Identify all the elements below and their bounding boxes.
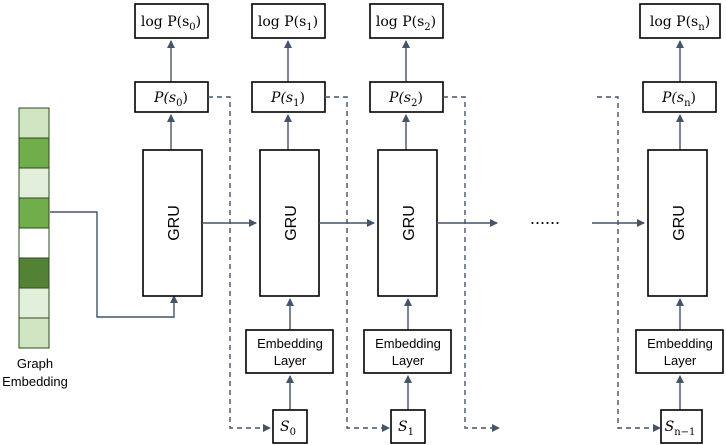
embedding-layer-label2-1: Layer [274, 353, 307, 368]
log-prob-label-1: log P(s1) [258, 14, 318, 33]
embedding-cell [18, 257, 50, 289]
graph-embedding-label-line2: Embedding [2, 374, 68, 389]
prob-label-0: P(s0) [153, 90, 188, 109]
embedding-layer-label1-n: Embedding [647, 336, 713, 351]
input-label-n: Sn−1 [665, 419, 696, 438]
embedding-cell [18, 167, 50, 199]
gru-block-0 [142, 149, 203, 297]
gru-label-2: GRU [401, 205, 418, 241]
log-prob-label-0: log P(s0) [141, 14, 201, 33]
embedding-layer-label2-2: Layer [392, 353, 425, 368]
embedding-cell [18, 107, 50, 139]
prob-box-n [642, 81, 717, 113]
log-prob-box-0 [134, 3, 209, 39]
dashed-feedback-2 [443, 96, 500, 432]
dashed-feedback-1 [325, 96, 390, 432]
log-prob-label-2: log P(s2) [376, 14, 436, 33]
gru-block-2 [377, 149, 438, 297]
dashed-feedback-0 [208, 96, 271, 432]
dashed-feedback-n [597, 96, 661, 432]
embedding-to-gru-arrow [50, 211, 178, 318]
embedding-cell [18, 287, 50, 319]
log-prob-box-2 [369, 3, 444, 39]
embedding-layer-box-2 [363, 329, 452, 374]
input-label-1: S0 [280, 419, 296, 438]
prob-box-2 [369, 81, 444, 113]
input-box-1 [272, 409, 308, 444]
gru-label-0: GRU [166, 205, 183, 241]
gru-label-1: GRU [283, 205, 300, 241]
input-box-2 [390, 409, 426, 444]
prob-label-2: P(s2) [388, 90, 423, 109]
embedding-cell [18, 137, 50, 169]
embedding-layer-box-n [635, 329, 724, 374]
embedding-cell [18, 317, 50, 349]
embedding-layer-box-1 [245, 329, 334, 374]
prob-label-1: P(s1) [270, 90, 305, 109]
input-box-n [660, 409, 703, 444]
embedding-cell [18, 197, 50, 229]
graph-embedding-vector [18, 107, 50, 349]
embedding-cell [18, 227, 50, 259]
gru-block-n [647, 149, 708, 297]
log-prob-label-n: log P(sn) [650, 14, 710, 33]
input-label-2: S1 [398, 419, 414, 438]
embedding-layer-label2-n: Layer [664, 353, 697, 368]
log-prob-box-n [639, 3, 721, 39]
gru-label-n: GRU [671, 205, 688, 241]
prob-label-n: P(sn) [661, 90, 696, 109]
embedding-layer-label1-2: Embedding [375, 336, 441, 351]
embedding-layer-label1-1: Embedding [257, 336, 323, 351]
gru-block-1 [259, 149, 320, 297]
ellipsis: ...... [530, 208, 560, 228]
graph-embedding-label-line1: Graph [17, 356, 53, 371]
prob-box-0 [134, 81, 209, 113]
log-prob-box-1 [251, 3, 326, 39]
